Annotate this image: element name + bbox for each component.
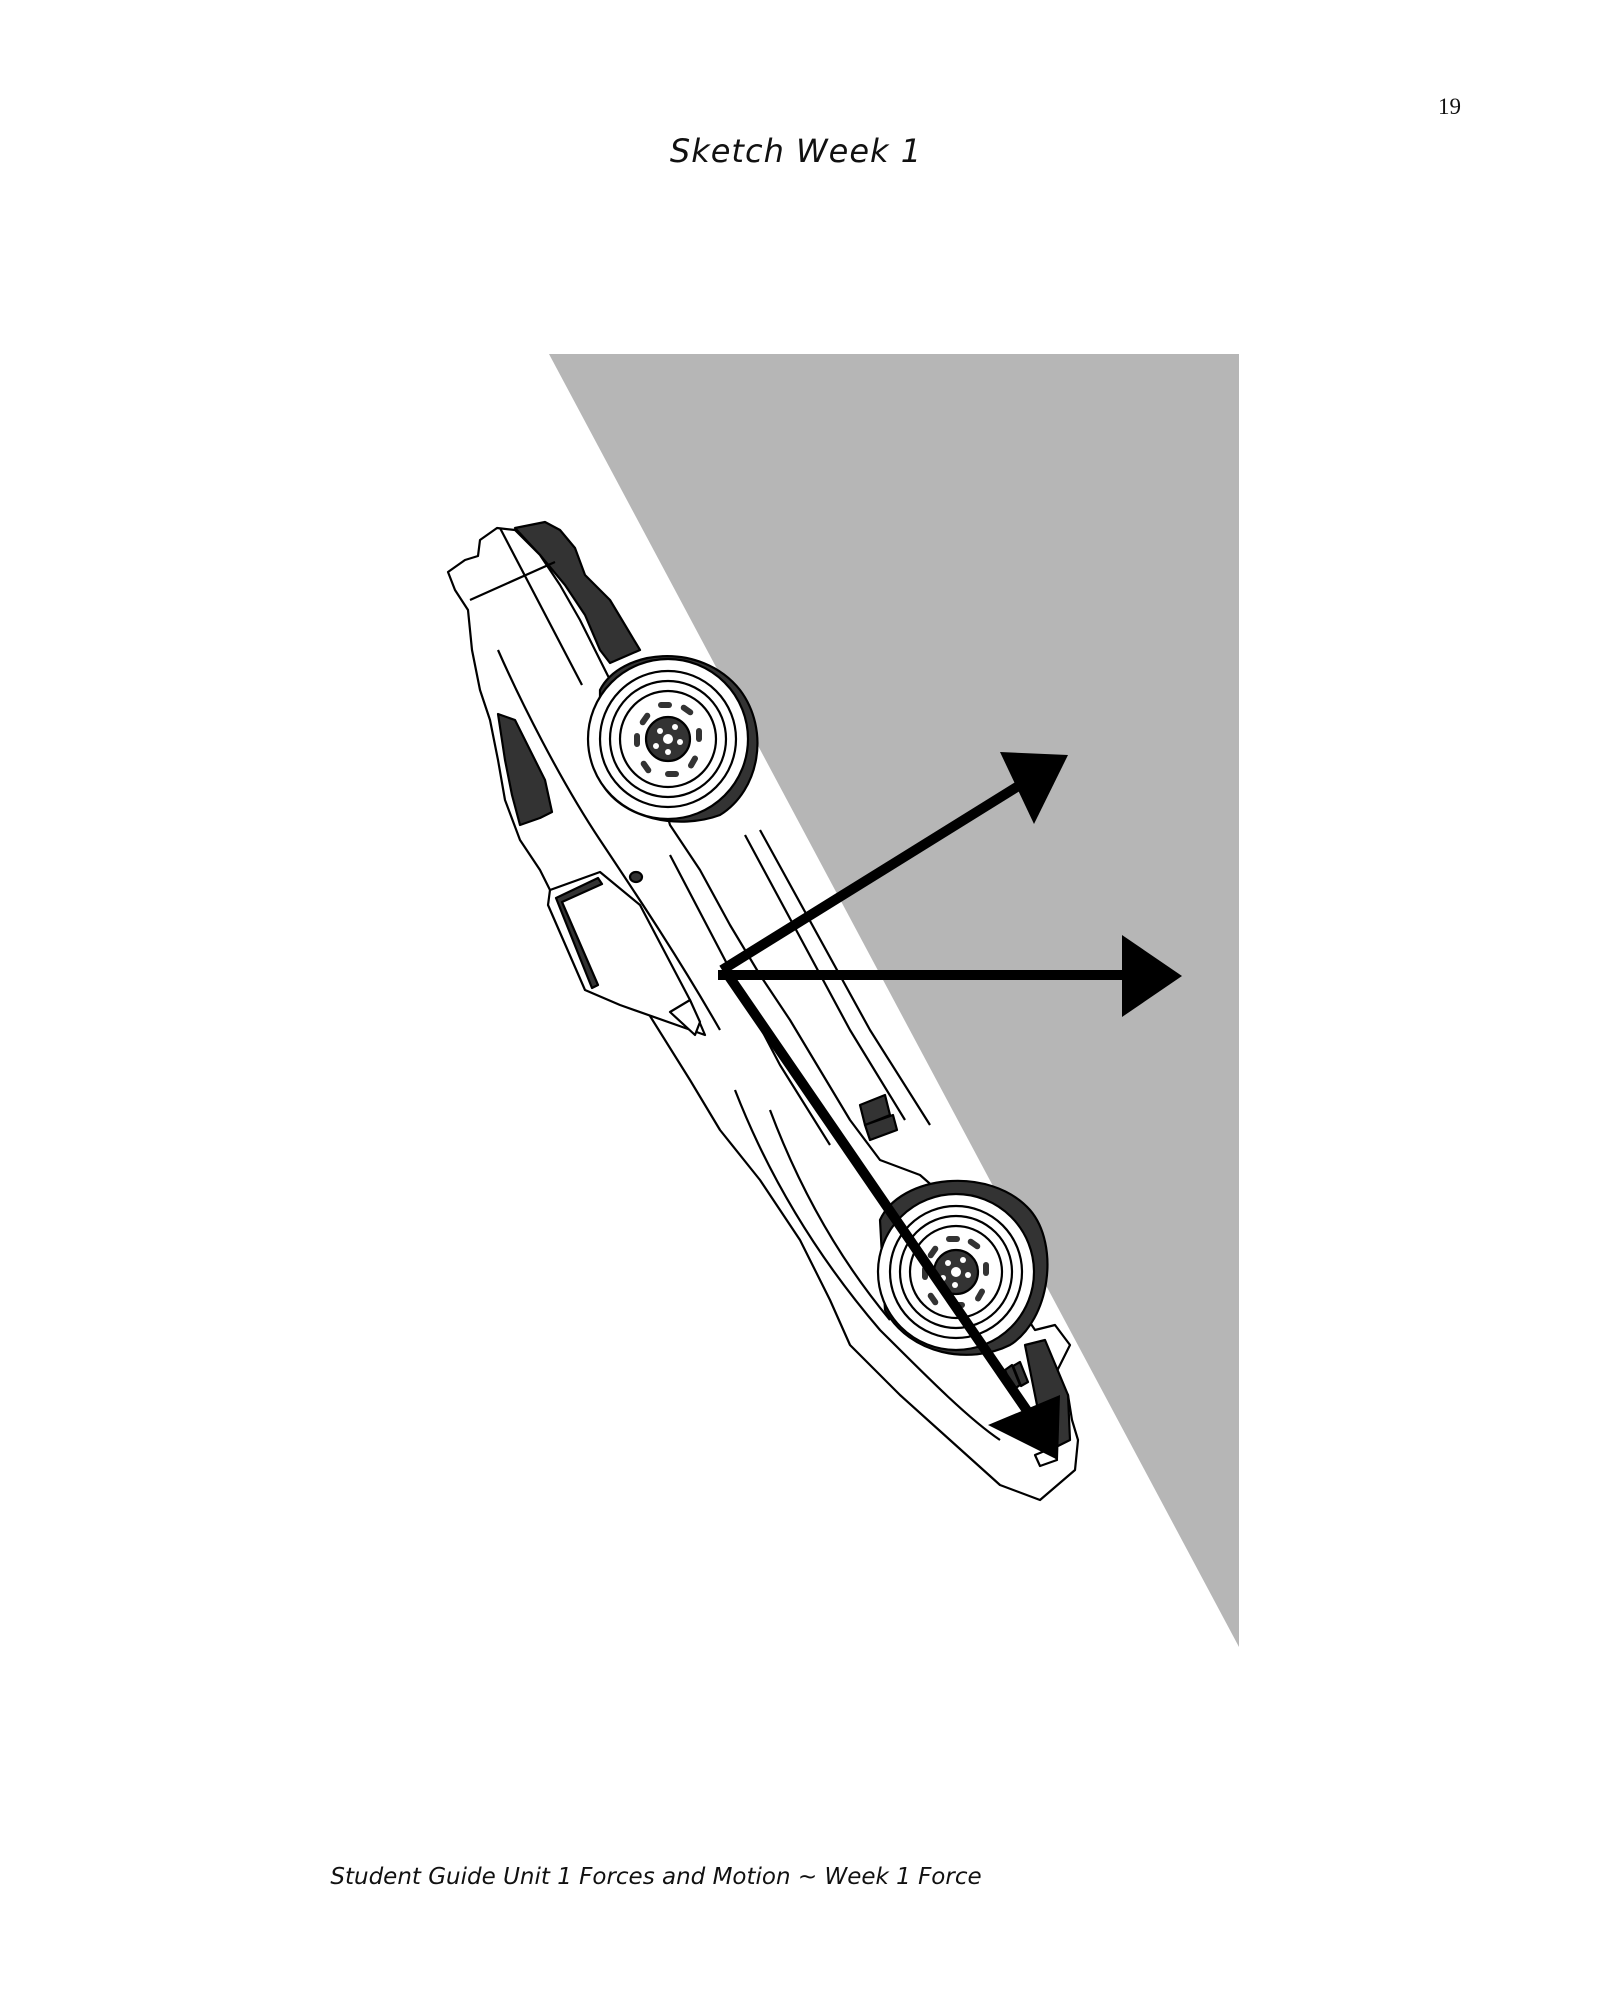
- car-hood-line: [669, 854, 831, 1146]
- gravity-along-slope-arrow-shaft: [721, 969, 1035, 1418]
- front-wheel: [586, 655, 759, 823]
- car-roof-line-2: [499, 527, 583, 686]
- car-body-line: [496, 649, 721, 1031]
- page-number: 19: [1438, 94, 1461, 120]
- gravity-along-slope-arrow-head: [988, 1395, 1060, 1460]
- car-roof-line: [469, 560, 556, 602]
- car-fuel-cap: [628, 870, 644, 884]
- car-hood-line-3: [759, 829, 931, 1126]
- car-hood-line-2: [744, 834, 906, 1121]
- car-mirror: [668, 998, 702, 1037]
- page-title: Sketch Week 1: [0, 132, 1600, 170]
- car-door-window: [554, 876, 604, 990]
- rear-wheel: [876, 1179, 1049, 1356]
- page-footer-text: Student Guide Unit 1 Forces and Motion ~…: [330, 1864, 982, 1890]
- car-lower-line-2: [768, 1109, 891, 1321]
- normal-force-arrow-head: [1000, 752, 1068, 824]
- car-roof-shadow: [513, 520, 642, 665]
- force-arrows: [718, 752, 1182, 1460]
- car-side-window-dark: [496, 712, 554, 827]
- page-footer: Student Guide Unit 1 Forces and Motion ~…: [0, 1864, 1600, 1890]
- normal-force-arrow-shaft: [719, 780, 1023, 975]
- page-number-text: 19: [1438, 94, 1461, 119]
- car-lower-line: [733, 1089, 1001, 1441]
- car-rear-light-2: [1011, 1360, 1030, 1388]
- car-hood-vent-2: [863, 1113, 899, 1142]
- horizontal-force-arrow-head: [1122, 935, 1182, 1017]
- car-door: [546, 870, 707, 1037]
- page-title-text: Sketch Week 1: [669, 132, 923, 170]
